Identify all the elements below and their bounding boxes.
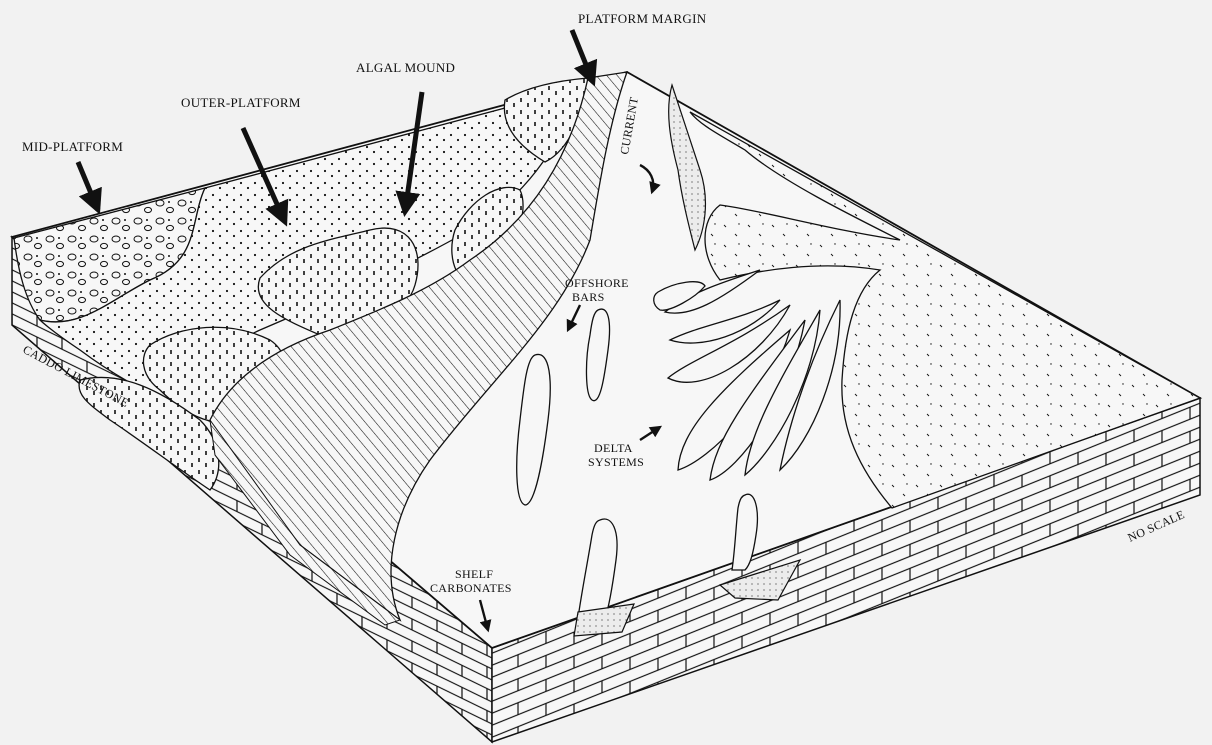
label-systems: SYSTEMS: [588, 455, 644, 469]
label-carbonates: CARBONATES: [430, 581, 512, 595]
label-bars: BARS: [572, 290, 605, 304]
label-algal-mound: ALGAL MOUND: [356, 60, 455, 75]
label-shelf: SHELF: [455, 567, 493, 581]
label-outer-platform: OUTER-PLATFORM: [181, 95, 301, 110]
label-delta: DELTA: [594, 441, 633, 455]
label-offshore: OFFSHORE: [565, 276, 629, 290]
label-platform-margin: PLATFORM MARGIN: [578, 11, 707, 26]
label-mid-platform: MID-PLATFORM: [22, 139, 123, 154]
